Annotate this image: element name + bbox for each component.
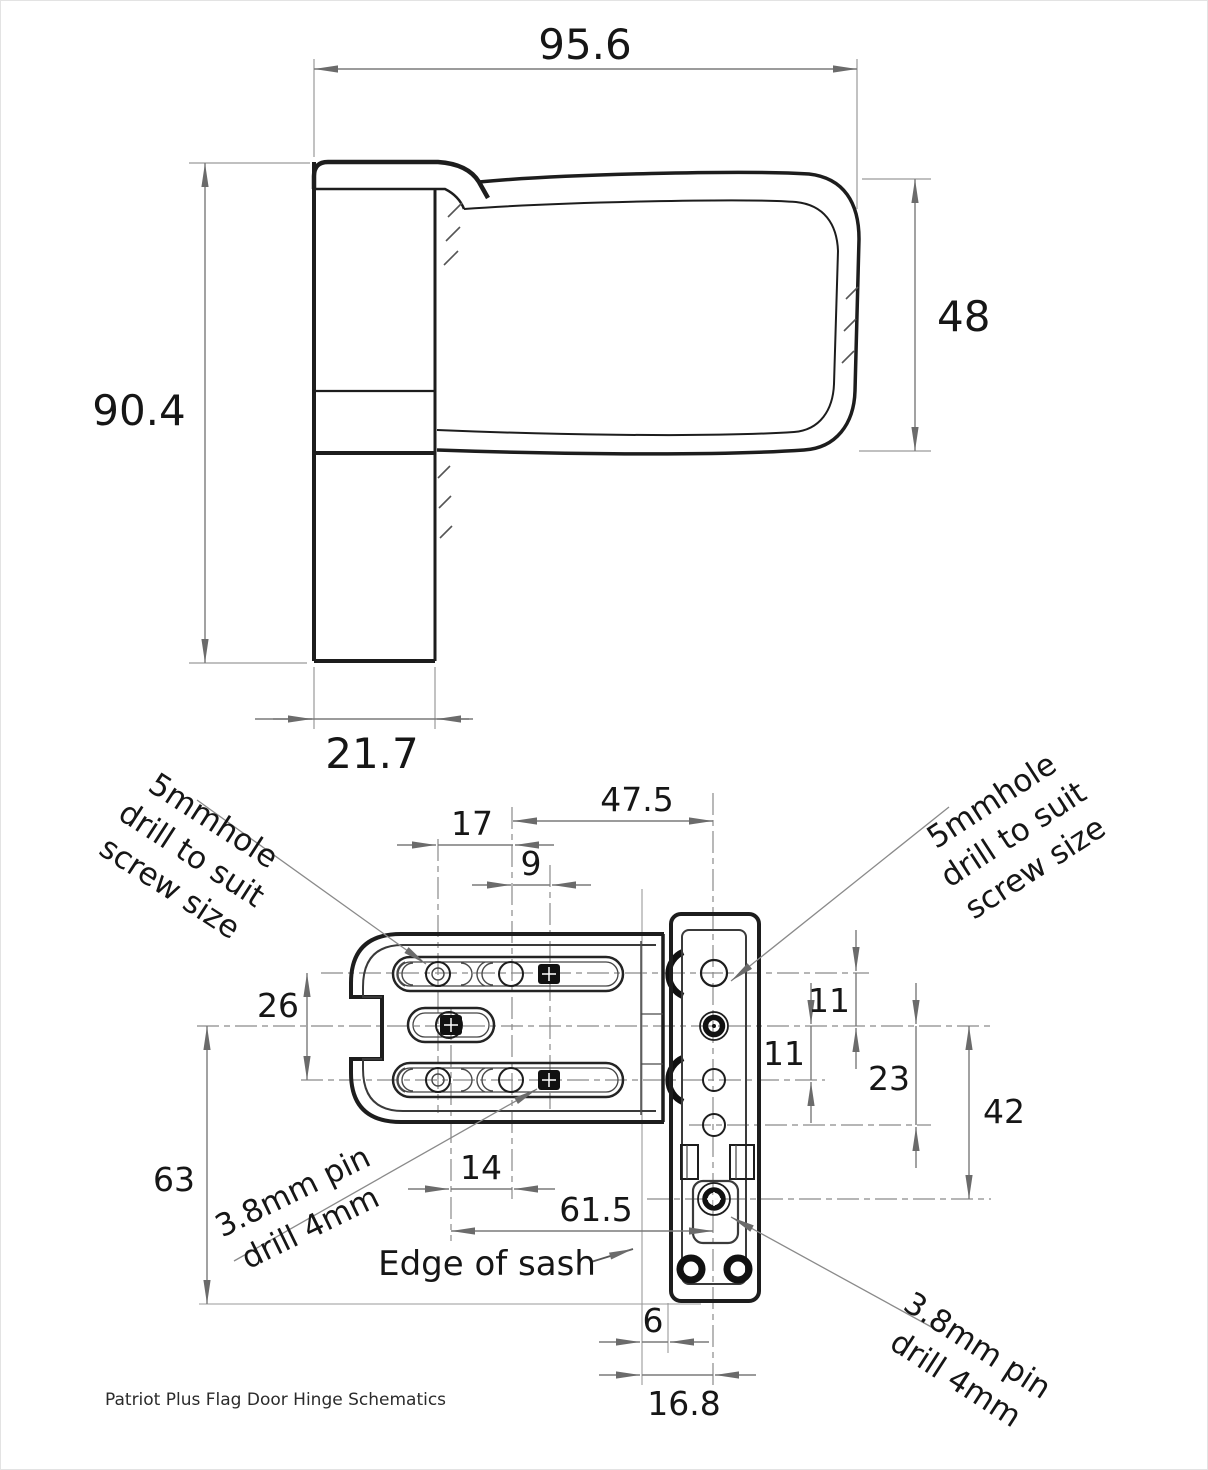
dim-9-label: 9 xyxy=(521,844,542,883)
flag-hinge-centre-outer xyxy=(699,1011,729,1041)
flag-hole-lower xyxy=(702,1113,726,1137)
drawing-title: Patriot Plus Flag Door Hinge Schematics xyxy=(105,1390,446,1410)
dim-14-label: 14 xyxy=(460,1148,502,1187)
dim-23-label: 23 xyxy=(868,1059,910,1098)
dim-6-label: 6 xyxy=(643,1301,664,1340)
side-view-dimensions: 95.6 90.4 48 21.7 xyxy=(92,20,990,778)
flag-hinge-centre-ring xyxy=(702,1014,726,1038)
slot-top-inner xyxy=(397,961,619,987)
sash-plate-inner-outline xyxy=(362,944,656,1112)
plan-view-dimensions xyxy=(203,817,973,1379)
screw-hole-bottom-1 xyxy=(425,1067,451,1093)
flag-cap-bottom xyxy=(314,187,466,210)
dim-26-label: 26 xyxy=(257,986,299,1025)
pivot-pin-ring xyxy=(702,1187,726,1211)
leader-pin-note-left xyxy=(233,1088,538,1262)
leader-screw-note-left xyxy=(196,799,427,965)
dim-47-5-label: 47.5 xyxy=(600,780,673,819)
pivot-pin-outer xyxy=(697,1182,731,1216)
dim-21-7-label: 21.7 xyxy=(325,729,419,778)
side-extension-lines xyxy=(189,59,931,729)
dim-42-label: 42 xyxy=(983,1092,1025,1131)
flag-plate-slots xyxy=(680,1144,755,1180)
screw-hole-top-1 xyxy=(425,961,451,987)
screw-hole-bottom-2 xyxy=(498,1067,524,1093)
pivot-housing xyxy=(691,1179,740,1245)
leader-pin-note-right xyxy=(730,1216,936,1330)
knuckle-arc-top xyxy=(665,949,685,999)
pin-note-right: 3.8mm pin drill 4mm xyxy=(884,1285,1058,1435)
flag-hinge-centre-dot xyxy=(712,1024,716,1028)
side-view xyxy=(311,159,861,663)
flag-foot-hole-right xyxy=(723,1254,753,1284)
side-dimension-lines xyxy=(201,65,919,723)
screw-note-right: 5mmhole drill to suit screw size xyxy=(921,746,1113,927)
leader-edge-of-sash xyxy=(590,1248,634,1263)
screw-hole-top-1-inner xyxy=(431,967,445,981)
screw-hole-top-2 xyxy=(498,961,524,987)
dim-11-top-label: 11 xyxy=(808,981,850,1020)
dim-48-label: 48 xyxy=(937,292,990,341)
leader-screw-note-right xyxy=(730,806,950,982)
edge-of-sash-label: Edge of sash xyxy=(378,1244,596,1284)
knuckle-arc-bottom xyxy=(665,1055,685,1105)
flag-cap-outline xyxy=(311,159,490,200)
slot-middle-outer xyxy=(406,1006,496,1044)
sash-plate xyxy=(349,932,664,1124)
location-pins xyxy=(440,964,560,1090)
flag-foot-hole-left xyxy=(676,1254,706,1284)
dim-61-5-label: 61.5 xyxy=(559,1190,632,1229)
flag-plate-outer-outline xyxy=(669,912,761,1303)
hatch-marks xyxy=(437,202,859,539)
flag-plate-inner-outline xyxy=(681,929,747,1285)
dim-17-label: 17 xyxy=(451,804,493,843)
screw-note-left: 5mmhole drill to suit screw size xyxy=(93,766,285,947)
flag-hole-mid xyxy=(702,1068,726,1092)
flag-plate xyxy=(669,912,761,1303)
hinge-joint xyxy=(640,934,685,1122)
dim-11-mid-label: 11 xyxy=(763,1034,805,1073)
slot-bottom-outer xyxy=(391,1061,625,1099)
dim-63-label: 63 xyxy=(153,1160,195,1199)
sash-plate-outer-outline xyxy=(349,932,664,1124)
slot-top-outer xyxy=(391,955,625,993)
slot-arc-marks xyxy=(396,961,494,1093)
sash-arm-outer-outline xyxy=(436,170,861,456)
dim-95-6-label: 95.6 xyxy=(538,20,632,69)
dim-16-8-label: 16.8 xyxy=(647,1384,720,1423)
flag-hole-top xyxy=(699,958,729,988)
dim-90-4-label: 90.4 xyxy=(92,386,186,435)
plan-dimension-labels: 47.5 17 9 26 63 11 11 23 42 14 61.5 6 16… xyxy=(153,780,1025,1423)
plan-reference-lines xyxy=(199,889,701,1385)
screw-hole-bottom-1-inner xyxy=(431,1073,445,1087)
sash-arm-inner-outline xyxy=(436,199,840,437)
leader-lines xyxy=(196,799,950,1330)
